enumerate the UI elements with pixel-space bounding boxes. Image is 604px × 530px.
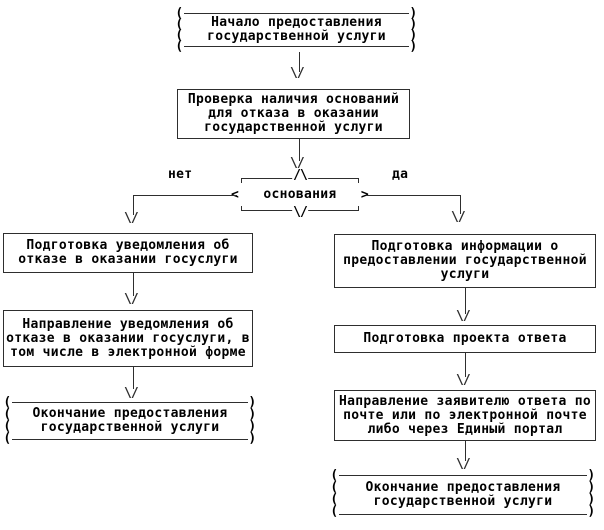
decision-label: основания — [263, 187, 337, 202]
text-line: государственной услуги — [40, 420, 220, 435]
connector-yes-vertical — [460, 195, 461, 214]
text-line: Направление заявителю ответа по — [339, 393, 591, 409]
send-answer-process: Направление заявителю ответа по почте ил… — [334, 390, 596, 441]
terminator-right-edge: ) ) ) ) — [409, 6, 418, 54]
start-terminator-body: Начало предоставления государственной ус… — [184, 13, 409, 47]
arrow-down-icon: \/ — [456, 457, 471, 472]
text-line: Окончание предоставления — [365, 480, 561, 495]
prepare-draft-answer-process: Подготовка проекта ответа — [334, 325, 596, 353]
terminator-left-edge: ( ( ( ( — [175, 6, 184, 54]
text-line: Подготовка проекта ответа — [363, 331, 567, 346]
terminator-left-edge: ( ( ( ( — [330, 468, 339, 519]
text-line: том числе в электронной форме — [10, 344, 246, 360]
text-line: отказе в оказании госуслуги, в — [6, 330, 250, 346]
text-line: услуги — [440, 267, 490, 282]
decision-corner — [358, 178, 359, 183]
text-line: Проверка наличия оснований — [187, 92, 400, 107]
connector-no-horizontal — [133, 195, 237, 196]
yes-branch-label: да — [392, 167, 409, 182]
terminator-left-edge: ( ( ( ( — [3, 395, 12, 446]
text-line: либо через Единый портал — [367, 421, 563, 437]
diamond-right-icon: > — [360, 187, 369, 202]
connector-left-1 — [133, 273, 134, 296]
connector-right-2 — [465, 353, 466, 377]
grounds-decision: /\ \/ < > основания — [231, 169, 369, 219]
end-terminator-left-body: Окончание предоставления государственной… — [12, 402, 248, 440]
text-line: для отказа в оказании — [208, 106, 379, 121]
connector-no-vertical — [133, 195, 134, 215]
end-terminator-right-body: Окончание предоставления государственной… — [339, 475, 587, 515]
text-line: почте или по электронной почте — [343, 407, 587, 423]
text-line: государственной услуги — [207, 29, 386, 44]
text-line: Окончание предоставления — [32, 406, 228, 421]
end-terminator-right: ( ( ( ( Окончание предоставления государ… — [330, 468, 596, 520]
connector-right-3 — [465, 441, 466, 461]
start-terminator: ( ( ( ( Начало предоставления государств… — [175, 6, 418, 54]
arrow-down-icon: \/ — [290, 156, 305, 171]
text-line: государственной услуги — [373, 494, 553, 509]
text-line: государственной услуги — [204, 120, 383, 135]
send-refusal-notice-process: Направление уведомления об отказе в оказ… — [3, 310, 253, 367]
decision-corner — [241, 178, 242, 183]
check-grounds-process: Проверка наличия оснований для отказа в … — [177, 89, 410, 139]
arrow-down-icon: \/ — [456, 309, 471, 324]
diamond-valley-icon: \/ — [292, 205, 308, 220]
arrow-down-icon: \/ — [124, 211, 139, 226]
text-line: Подготовка информации о — [371, 239, 559, 254]
arrow-down-icon: \/ — [124, 386, 139, 401]
arrow-down-icon: \/ — [451, 210, 466, 225]
text-line: отказе в оказании госуслуги — [18, 252, 238, 267]
end-terminator-left: ( ( ( ( Окончание предоставления государ… — [3, 395, 257, 446]
terminator-right-edge: ) ) ) ) — [248, 395, 257, 446]
diamond-left-icon: < — [231, 188, 239, 201]
prepare-info-process: Подготовка информации о предоставлении г… — [334, 234, 596, 288]
decision-corner — [241, 206, 242, 211]
no-branch-label: нет — [168, 167, 193, 182]
text-line: Начало предоставления — [211, 15, 382, 30]
connector-right-1 — [465, 288, 466, 314]
connector-check-decision — [299, 139, 300, 161]
connector-start-check — [299, 52, 300, 72]
prepare-refusal-notice-process: Подготовка уведомления об отказе в оказа… — [3, 233, 253, 273]
terminator-right-edge: ) ) ) ) — [587, 468, 596, 519]
connector-yes-horizontal — [366, 195, 460, 196]
text-line: Подготовка уведомления об — [26, 238, 230, 253]
text-line: предоставлении государственной — [343, 253, 587, 268]
diamond-peak-icon: /\ — [292, 168, 308, 183]
connector-left-2 — [133, 367, 134, 389]
text-line: Направление уведомления об — [22, 316, 234, 332]
decision-corner — [358, 206, 359, 211]
arrow-down-icon: \/ — [124, 292, 139, 307]
arrow-down-icon: \/ — [456, 373, 471, 388]
arrow-down-icon: \/ — [290, 66, 305, 81]
